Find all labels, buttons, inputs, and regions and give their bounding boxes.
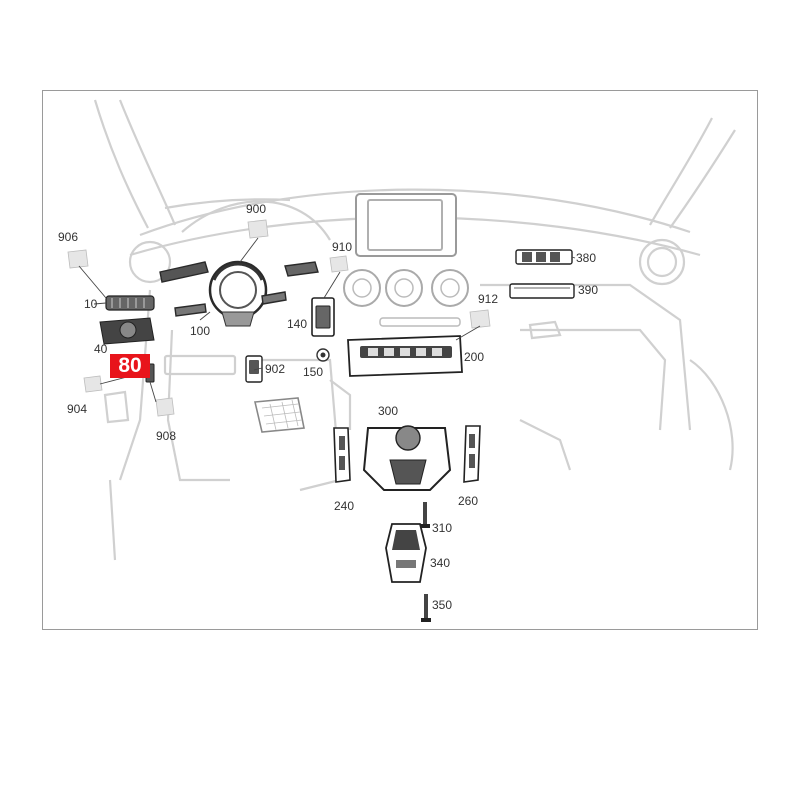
callout-200: 200 (464, 350, 485, 364)
callout-140: 140 (287, 317, 308, 331)
central-display (355, 193, 457, 257)
callout-912: 912 (478, 292, 499, 306)
callout-240: 240 (334, 499, 355, 513)
callout-910: 910 (332, 240, 353, 254)
callout-340: 340 (430, 556, 451, 570)
callout-310: 310 (432, 521, 453, 535)
pedal (254, 397, 305, 433)
callout-100: 100 (190, 324, 211, 338)
screw-310 (420, 502, 430, 528)
air-vents (343, 269, 469, 327)
callout-904: 904 (67, 402, 88, 416)
callout-10: 10 (84, 297, 98, 311)
callout-908: 908 (156, 429, 177, 443)
switch-902 (245, 355, 263, 383)
climate-control-panel (347, 335, 463, 377)
steering-column-switch (159, 260, 319, 327)
callout-150: 150 (303, 365, 324, 379)
roof-switch-380 (515, 249, 573, 265)
callout-902: 902 (265, 362, 286, 376)
center-console (333, 425, 481, 491)
button-150 (316, 348, 330, 362)
light-switch-module (99, 295, 155, 345)
leader-lines (78, 237, 576, 403)
callout-380: 380 (576, 251, 597, 265)
callout-300: 300 (378, 404, 399, 418)
highlighted-part-label: 80 (110, 354, 150, 378)
label-tags (67, 219, 491, 417)
callout-350: 350 (432, 598, 453, 612)
tray-390 (509, 283, 575, 299)
callout-260: 260 (458, 494, 479, 508)
switch-140 (311, 297, 335, 337)
callout-906: 906 (58, 230, 79, 244)
callout-40: 40 (94, 342, 108, 356)
callout-900: 900 (246, 202, 267, 216)
console-part-340 (385, 523, 427, 583)
callout-390: 390 (578, 283, 599, 297)
screw-350 (421, 594, 431, 622)
